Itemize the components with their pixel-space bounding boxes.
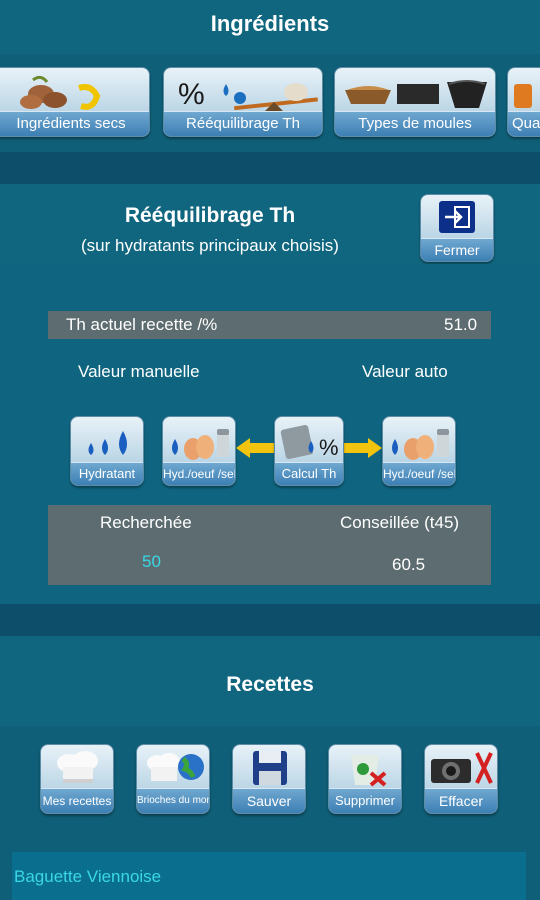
chef-hat-globe-icon bbox=[147, 753, 204, 781]
th-current-row: Th actuel recette /% 51.0 bbox=[48, 311, 491, 339]
current-recipe-name: Baguette Viennoise bbox=[14, 867, 162, 886]
close-label: Fermer bbox=[421, 238, 493, 261]
calcul-th-button[interactable]: % Calcul Th bbox=[274, 416, 344, 486]
rebalance-title: Rééquilibrage Th bbox=[124, 204, 296, 227]
th-current-value: 51.0 bbox=[444, 315, 478, 334]
category-mould-types-button[interactable]: Types de moules bbox=[334, 67, 496, 137]
rebalance-header: Rééquilibrage Th (sur hydratants princip… bbox=[0, 184, 540, 264]
my-recipes-label: Mes recettes bbox=[41, 788, 113, 813]
percent-scale-icon: % bbox=[178, 78, 318, 112]
rebalance-body: Th actuel recette /% 51.0 Valeur manuell… bbox=[0, 264, 540, 604]
category-strip: Ingrédients secs % Rééquilibrage Th Type… bbox=[0, 54, 540, 152]
chef-hat-icon bbox=[57, 751, 98, 783]
hydratant-label: Hydratant bbox=[71, 462, 143, 485]
hyd-egg-salt-label: Hyd./oeuf /sel bbox=[163, 462, 235, 485]
hydratant-button[interactable]: Hydratant bbox=[70, 416, 144, 486]
orange-item-icon bbox=[514, 84, 532, 108]
drop-egg-salt-icon bbox=[172, 429, 229, 460]
hyd-egg-salt-auto-button[interactable]: Hyd./oeuf /sel bbox=[382, 416, 456, 486]
save-label: Sauver bbox=[233, 788, 305, 813]
arrow-right-icon bbox=[342, 438, 382, 458]
floppy-disk-icon bbox=[253, 751, 287, 785]
calcul-th-label: Calcul Th bbox=[275, 462, 343, 485]
advised-value: 60.5 bbox=[392, 555, 426, 574]
close-button[interactable]: Fermer bbox=[420, 194, 494, 262]
clear-label: Effacer bbox=[425, 788, 497, 813]
my-recipes-button[interactable]: Mes recettes bbox=[40, 744, 114, 814]
app-header: Ingrédients bbox=[0, 0, 540, 54]
delete-button[interactable]: Supprimer bbox=[328, 744, 402, 814]
current-recipe-field[interactable]: Baguette Viennoise bbox=[12, 852, 526, 900]
th-current-label: Th actuel recette /% bbox=[66, 315, 218, 334]
camera-cross-icon bbox=[431, 752, 493, 784]
advised-label: Conseillée (t45) bbox=[340, 513, 460, 532]
category-label: Types de moules bbox=[335, 111, 495, 136]
category-dry-ingredients-button[interactable]: Ingrédients secs bbox=[0, 67, 150, 137]
manual-value-label: Valeur manuelle bbox=[78, 362, 200, 381]
rebalance-subtitle: (sur hydratants principaux choisis) bbox=[81, 236, 339, 255]
svg-text:%: % bbox=[178, 78, 205, 111]
category-label: Qua bbox=[508, 111, 540, 136]
hyd-egg-salt-label: Hyd./oeuf /sel bbox=[383, 462, 455, 485]
recipes-toolbar: Mes recettes Brioches du monde Sauver Su… bbox=[0, 726, 540, 900]
clear-button[interactable]: Effacer bbox=[424, 744, 498, 814]
save-button[interactable]: Sauver bbox=[232, 744, 306, 814]
searched-value[interactable]: 50 bbox=[142, 552, 161, 571]
world-brioches-label: Brioches du monde bbox=[137, 788, 209, 813]
delete-label: Supprimer bbox=[329, 788, 401, 813]
recycle-bin-icon bbox=[351, 755, 387, 787]
exit-icon bbox=[439, 201, 475, 233]
calculator-percent-icon: % bbox=[280, 424, 339, 460]
category-label: Ingrédients secs bbox=[0, 111, 149, 136]
auto-value-label: Valeur auto bbox=[362, 362, 448, 381]
recipes-title: Recettes bbox=[226, 673, 314, 696]
category-rebalance-th-button[interactable]: % Rééquilibrage Th bbox=[163, 67, 323, 137]
category-more-button[interactable]: Qua bbox=[507, 67, 540, 137]
recipes-header: Recettes bbox=[0, 636, 540, 726]
arrow-left-icon bbox=[236, 438, 278, 458]
category-label: Rééquilibrage Th bbox=[164, 111, 322, 136]
page-title: Ingrédients bbox=[210, 11, 330, 36]
svg-text:%: % bbox=[319, 435, 339, 460]
world-brioches-button[interactable]: Brioches du monde bbox=[136, 744, 210, 814]
water-drops-icon bbox=[88, 431, 127, 455]
results-panel: Recherchée Conseillée (t45) 50 60.5 bbox=[48, 505, 491, 585]
nuts-lemon-icon bbox=[20, 75, 101, 110]
drop-egg-salt-icon bbox=[392, 429, 449, 460]
hyd-egg-salt-manual-button[interactable]: Hyd./oeuf /sel bbox=[162, 416, 236, 486]
searched-label: Recherchée bbox=[100, 513, 192, 532]
moulds-icon bbox=[345, 80, 487, 108]
